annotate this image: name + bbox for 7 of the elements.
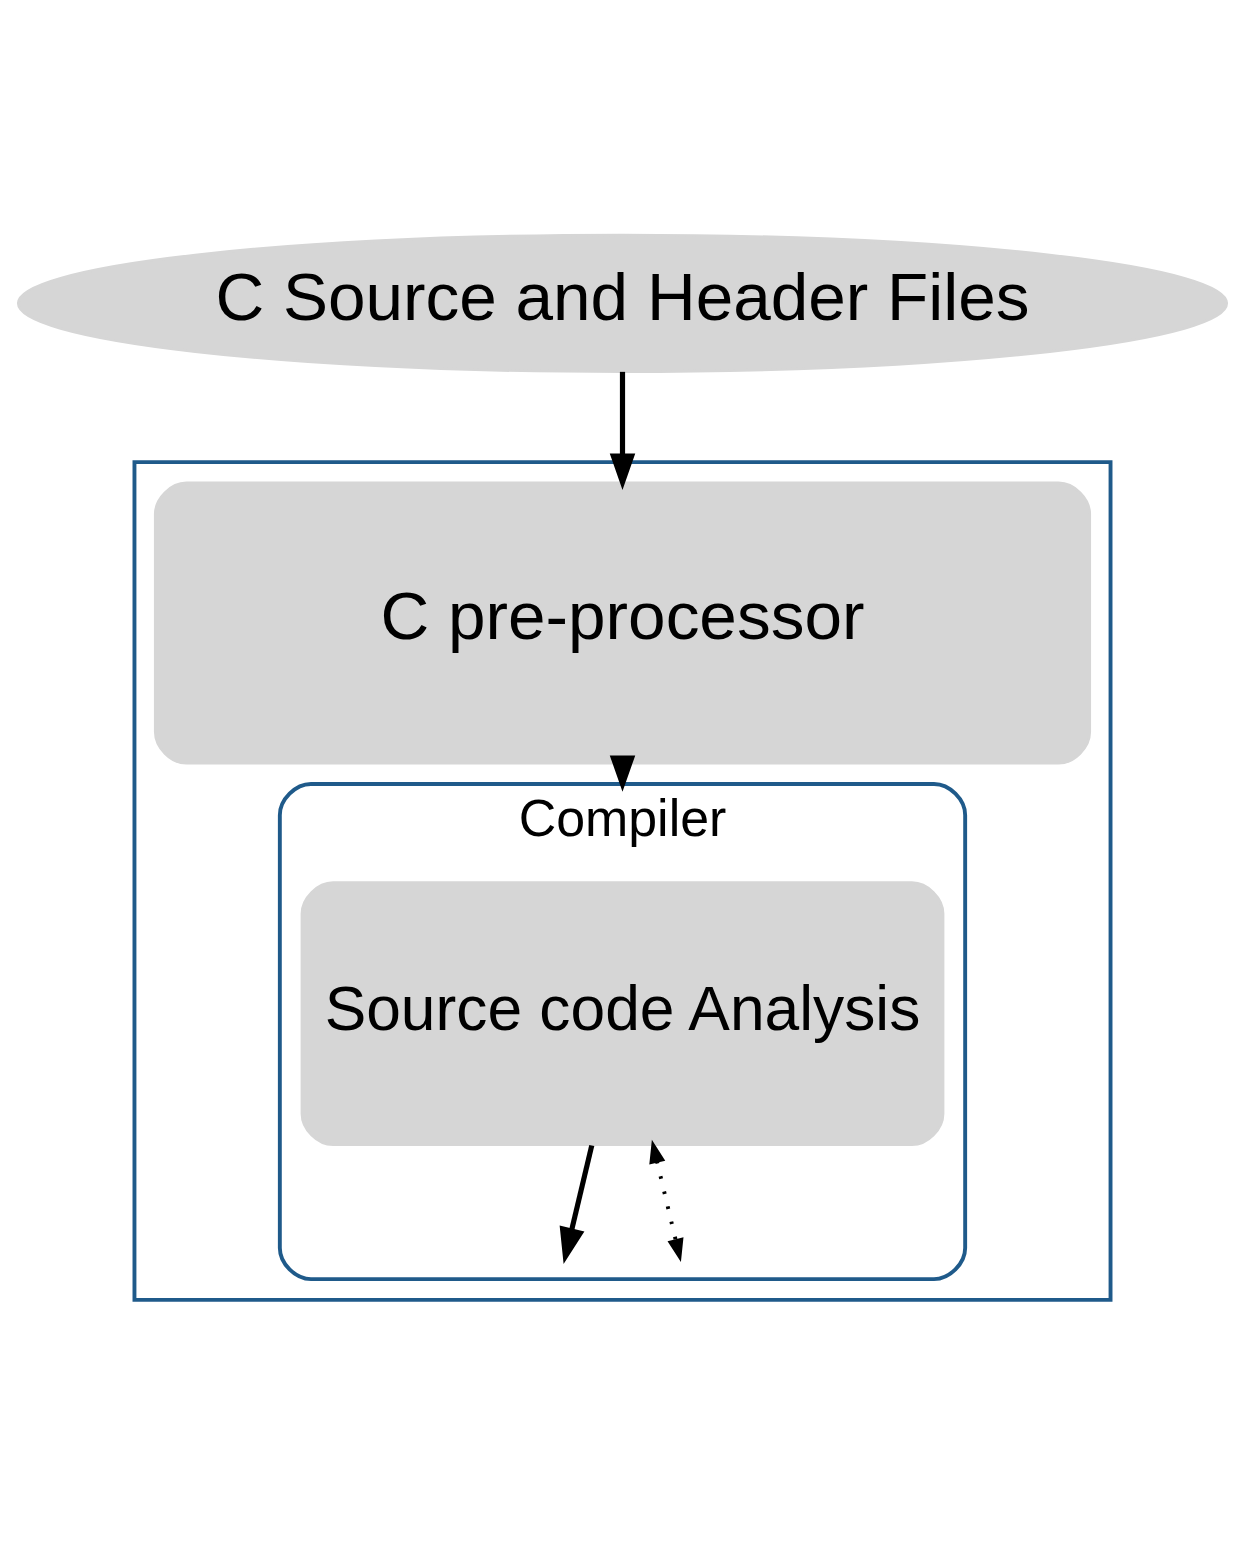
node-box: Source code Analysis [300,880,945,1146]
arrow [609,754,636,792]
cluster [132,459,1113,1302]
arrow [649,1139,684,1262]
arrow [609,371,636,490]
arrow [559,1144,595,1264]
node-ellipse: C Source and Header Files [16,233,1229,373]
